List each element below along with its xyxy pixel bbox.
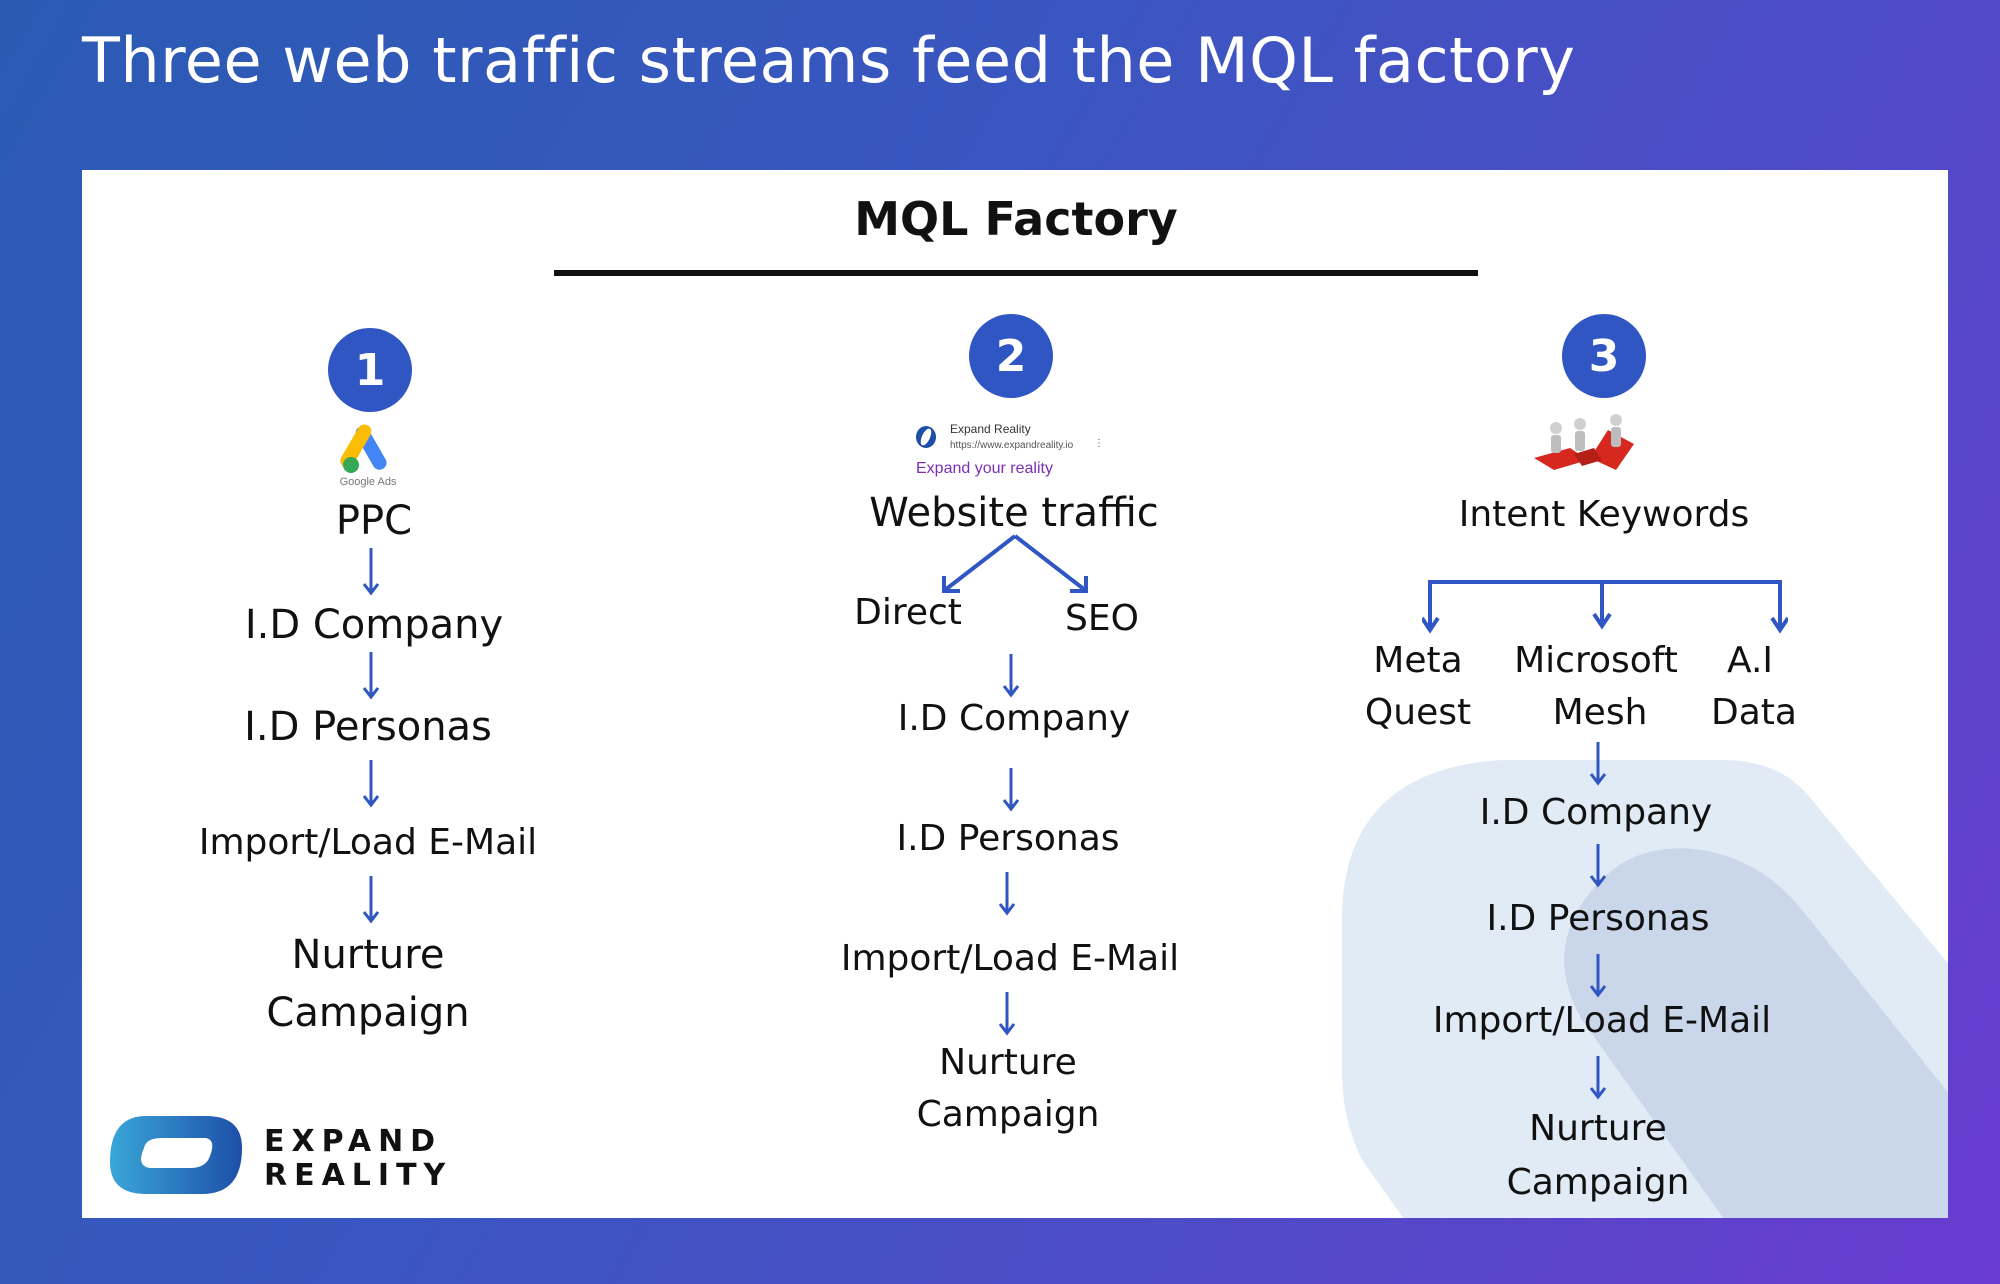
final-nurture: Nurture — [939, 1042, 1077, 1083]
final-nurture: Nurture — [291, 932, 445, 978]
down-arrow-icon — [1000, 768, 1022, 812]
step-import-email: Import/Load E-Mail — [198, 822, 538, 863]
step-import-email: Import/Load E-Mail — [840, 938, 1180, 979]
down-arrow-icon — [996, 992, 1018, 1036]
source-label-intent: Intent Keywords — [1458, 494, 1750, 535]
source-label-ppc: PPC — [335, 498, 413, 544]
final-campaign: Campaign — [1506, 1162, 1690, 1203]
title-underline — [554, 270, 1478, 276]
branch-ai: A.I — [1726, 640, 1774, 681]
expand-reality-favicon-icon — [916, 426, 936, 448]
more-options-icon: ⋮ — [1094, 438, 1104, 449]
branch-mesh: Mesh — [1552, 692, 1648, 733]
logo-word-expand: EXPAND — [264, 1124, 443, 1159]
branch-quest: Quest — [1364, 692, 1472, 733]
split-arrow-icon — [942, 534, 1088, 593]
down-arrow-icon — [360, 652, 382, 700]
branch-meta: Meta — [1373, 640, 1463, 681]
serp-link: Expand your reality — [916, 460, 1053, 477]
final-nurture: Nurture — [1529, 1108, 1667, 1149]
step-badge-3: 3 — [1562, 314, 1646, 398]
down-arrow-icon — [996, 872, 1018, 916]
branch-direct: Direct — [854, 592, 962, 633]
serp-site-name: Expand Reality — [950, 422, 1031, 436]
step-badge-1: 1 — [328, 328, 412, 412]
down-arrow-icon — [360, 548, 382, 596]
slide-title: Three web traffic streams feed the MQL f… — [82, 24, 1576, 97]
step-badge-2: 2 — [969, 314, 1053, 398]
watermark-shape — [1342, 760, 1948, 1218]
factory-title: MQL Factory — [854, 192, 1178, 246]
step-id-company: I.D Company — [244, 602, 504, 648]
down-arrow-icon — [1587, 954, 1609, 998]
three-way-split-arrow-icon — [1422, 580, 1788, 634]
logo-word-reality: REALITY — [264, 1158, 453, 1193]
step-id-personas: I.D Personas — [244, 704, 492, 750]
step-id-company: I.D Company — [1479, 792, 1713, 833]
google-ads-icon — [340, 424, 387, 473]
expand-reality-logo-icon — [110, 1116, 242, 1194]
down-arrow-icon — [1587, 844, 1609, 888]
step-import-email: Import/Load E-Mail — [1432, 1000, 1772, 1041]
down-arrow-icon — [1000, 654, 1022, 698]
branch-data: Data — [1711, 692, 1797, 733]
down-arrow-icon — [360, 876, 382, 924]
serp-url: https://www.expandreality.io — [950, 440, 1074, 451]
final-campaign: Campaign — [266, 990, 470, 1036]
branch-seo: SEO — [1065, 598, 1139, 639]
step-id-personas: I.D Personas — [1486, 898, 1710, 939]
step-id-personas: I.D Personas — [896, 818, 1120, 859]
google-ads-caption: Google Ads — [339, 476, 397, 488]
step-id-company: I.D Company — [897, 698, 1131, 739]
final-campaign: Campaign — [916, 1094, 1100, 1135]
source-label-website: Website traffic — [869, 490, 1159, 536]
branch-microsoft: Microsoft — [1514, 640, 1678, 681]
down-arrow-icon — [360, 760, 382, 808]
keyword-figures-icon — [1534, 414, 1634, 470]
diagram-panel: MQL Factory 1 Google Ads PPC I.D Company… — [82, 170, 1948, 1218]
down-arrow-icon — [1587, 1056, 1609, 1100]
down-arrow-icon — [1587, 742, 1609, 786]
